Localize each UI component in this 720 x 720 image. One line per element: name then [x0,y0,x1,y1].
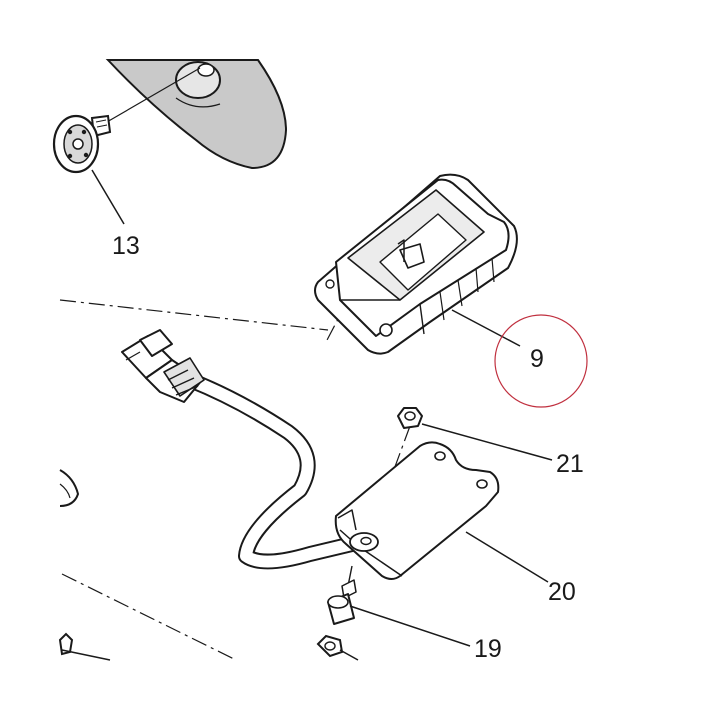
wiring-harness [182,372,360,570]
part-21-hex-nut [397,407,553,461]
alignment-centerlines [59,299,411,661]
lower-hardware-fragments [58,469,359,661]
part-9-battery-housing [314,173,521,355]
callout-9-highlight-circle [494,314,588,408]
part-13-washer-screw [52,67,201,225]
callout-part-20: 20 [548,578,576,606]
mounting-panel [105,59,288,170]
callout-part-13: 13 [112,232,140,260]
cable-connector [121,329,205,403]
callout-part-21: 21 [556,450,584,478]
callout-part-9: 9 [530,345,544,373]
part-19-spacer-stud [327,565,471,647]
part-20-control-module [334,441,549,583]
callout-part-19: 19 [474,635,502,663]
